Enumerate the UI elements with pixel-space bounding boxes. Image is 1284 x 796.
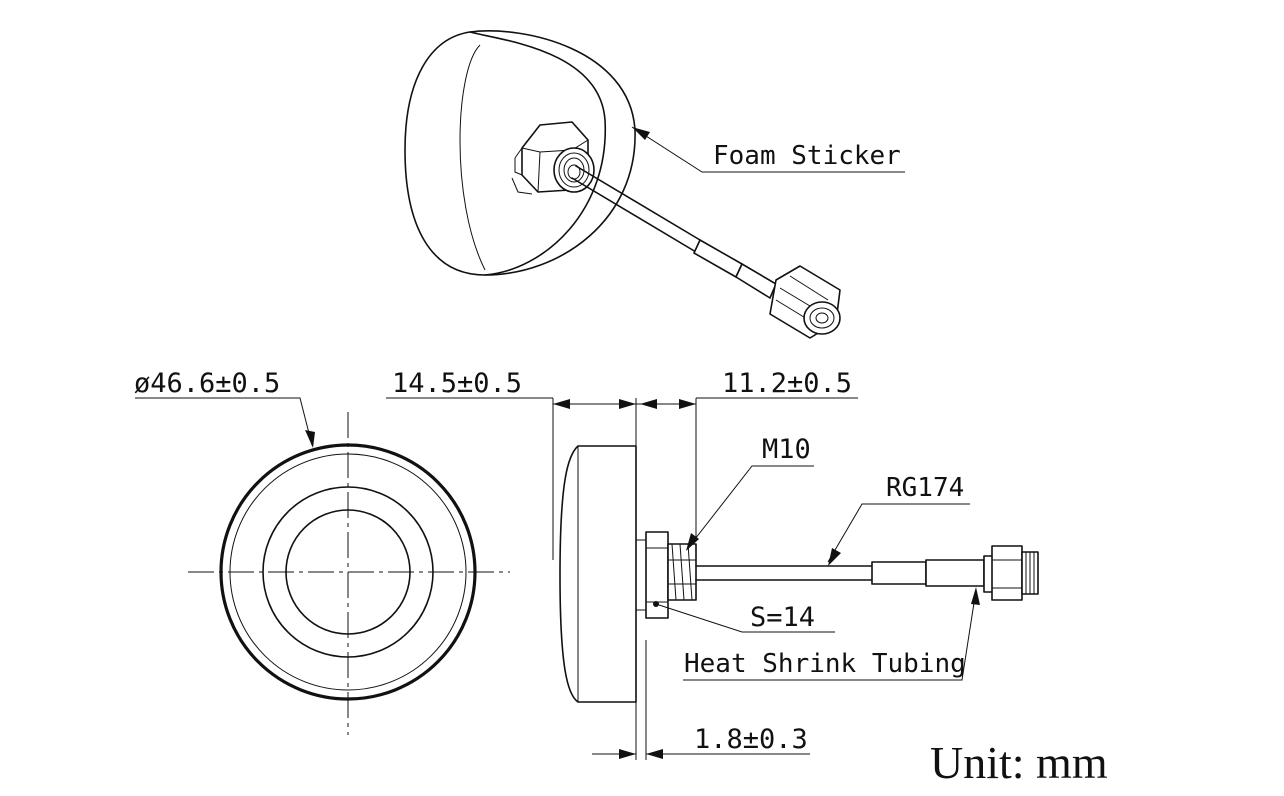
offset-label: 1.8±0.3: [694, 724, 808, 755]
front-view: ø46.6±0.5: [134, 368, 510, 735]
diameter-label: ø46.6±0.5: [134, 368, 280, 399]
unit-label: Unit: mm: [930, 737, 1108, 788]
side-view: 14.5±0.5 11.2±0.5 M10 RG174 S=14 Heat Sh…: [386, 368, 1039, 760]
heat-shrink-label: Heat Shrink Tubing: [684, 649, 966, 679]
height-label: 14.5±0.5: [392, 368, 522, 399]
cable-label: RG174: [886, 473, 964, 503]
thread-length-label: 11.2±0.5: [722, 368, 852, 399]
nut-label: S=14: [750, 602, 815, 633]
isometric-view: Foam Sticker: [404, 30, 905, 339]
foam-sticker-label: Foam Sticker: [713, 141, 901, 171]
thread-label: M10: [762, 434, 811, 465]
